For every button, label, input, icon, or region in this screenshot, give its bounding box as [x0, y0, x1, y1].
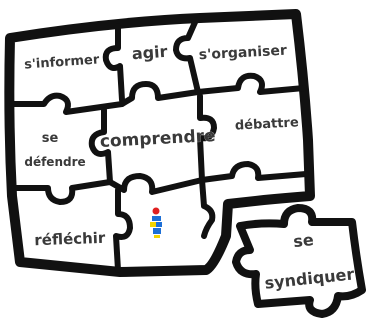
piece-label-s-informer: s'informer [24, 52, 101, 72]
cut-row2-mid [110, 176, 202, 192]
piece-label-se-syndiquer-line1: se [292, 230, 314, 251]
piece-label-reflechir: réfléchir [34, 229, 106, 249]
piece-label-s-organiser: s'organiser [198, 43, 287, 64]
piece-label-se-defendre-line2: défendre [24, 155, 85, 169]
loose-piece-outline [236, 208, 362, 314]
cut-row1-mid [122, 84, 198, 104]
cut-agir-organiser [176, 20, 198, 92]
cut-informer-agir [106, 26, 122, 100]
cut-row2-right [202, 164, 306, 180]
cut-reflechir-logo [116, 190, 130, 270]
piece-label-se-defendre-line1: se [42, 131, 59, 146]
cut-logo-right [202, 180, 212, 236]
cut-row2-left [14, 182, 110, 202]
cut-row1-right [198, 76, 304, 92]
figure-logo-icon [150, 208, 162, 239]
piece-label-debattre: débattre [235, 115, 300, 133]
piece-label-se-syndiquer-line2: syndiquer [264, 264, 355, 292]
piece-label-agir: agir [131, 42, 168, 63]
